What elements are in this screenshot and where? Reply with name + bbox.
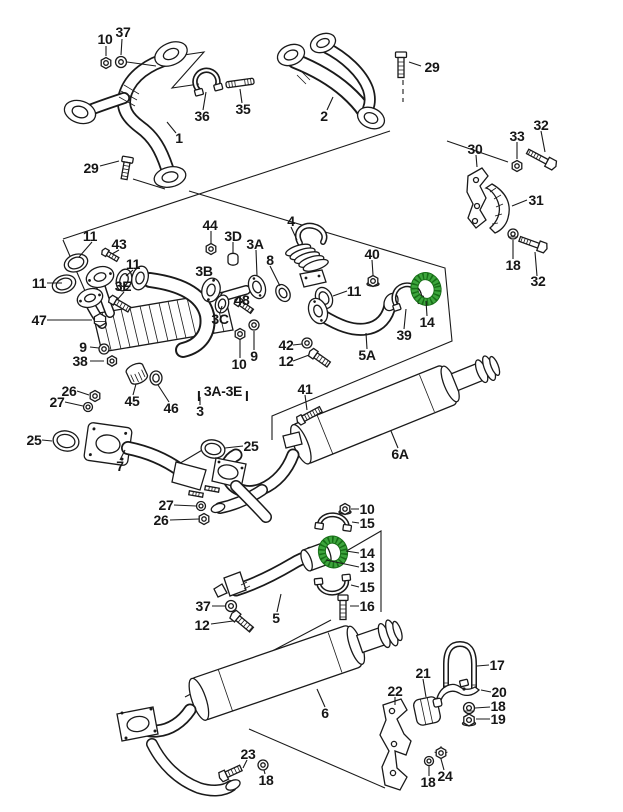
ring-icon-46 [149,370,163,386]
muffler-6a [290,355,501,465]
bolt-icon-16 [337,594,349,621]
flange-icon-3a [247,274,267,300]
gasket-icon-25-right [200,439,226,459]
washer-icon-9-left [98,343,110,355]
washer-icon-18-c [257,759,269,771]
bracket-icon-20 [436,678,480,701]
washer-icon-37-top [114,55,128,69]
nut-icon-26-upper [89,389,101,403]
flange-icon-3b [201,277,221,303]
bushing-icon-3d [227,252,239,266]
gasket-icon-11-b [51,274,77,294]
bolt-icon-32-upper [525,148,558,171]
nut-icon-40 [366,274,380,288]
sealing-ring-14-lower [317,535,349,569]
front-pipe-1 [63,41,188,188]
clamp-icon-15-upper [314,512,353,532]
sleeve-icon-13 [300,542,332,572]
washer-icon-27-upper [82,401,94,413]
stud-icon-35 [225,77,255,89]
bolt-icon-43 [101,247,120,263]
bolt-icon-41 [295,405,324,426]
nut-icon-10-top [100,56,112,70]
washer-icon-18-b [423,755,435,767]
nut-icon-10-right [234,327,246,341]
nut-icon-10-mid [338,502,352,516]
valve-icon-4 [285,222,329,288]
washer-icon-9-right [248,319,260,331]
nut-icon-33 [511,159,523,173]
flange-pipe-right [211,457,272,523]
nut-icon-18-upper [507,228,519,240]
connecting-pipe-7 [83,422,220,498]
nut-icon-26-lower [198,512,210,526]
nut-icon-47 [93,312,107,328]
bracket-icon-22 [379,698,412,791]
bolt-icon-32-lower [518,235,548,254]
washer-icon-37-lower [224,599,238,613]
clamp-icon-15-lower [313,573,352,596]
bolt-icon-3e [107,294,132,313]
washer-icon-18-d [462,701,476,715]
nut-icon-38 [106,355,118,367]
rubber-mount-icon-21 [413,696,443,726]
plug-icon-45 [125,362,149,385]
bolt-icon-29-right [394,51,408,79]
gasket-icon-11-a [63,253,89,273]
strap-icon-31 [484,183,510,234]
heat-exchanger-3 [51,242,267,413]
bolt-icon-12-lower [229,609,255,633]
front-pipe-2 [276,32,386,130]
bolt-icon-23 [218,764,244,783]
bracket-icon-30 [466,167,489,229]
sealing-ring-14-upper [410,272,442,306]
muffler-6 [188,619,403,721]
nut-icon-24 [434,746,448,760]
gasket-icon-25-left [52,430,80,452]
nut-icon-19 [461,713,477,727]
bolt-icon-29-left [120,155,134,181]
bolt-icon-12-upper [307,347,332,368]
bolt-icon-48 [233,296,255,315]
washer-icon-42 [301,337,313,349]
gasket-icon-8 [275,283,291,303]
clamp-icon-36 [192,67,224,97]
leader-lines [41,38,546,776]
nut-icon-44 [205,242,217,256]
muffler-6-front-pipe [116,703,241,797]
washer-icon-27-lower [195,500,207,512]
